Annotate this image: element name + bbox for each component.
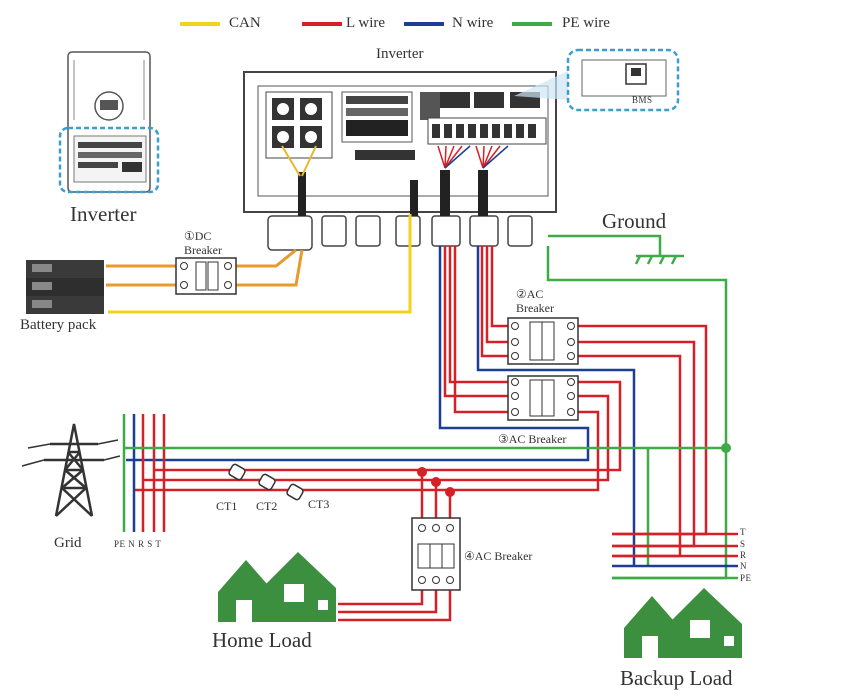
grid-label: Grid bbox=[54, 535, 82, 551]
legend-can-swatch bbox=[180, 22, 220, 26]
inverter-thumbnail bbox=[58, 51, 160, 194]
ac-breaker-4-label: ④AC Breaker bbox=[464, 549, 533, 563]
backup-phase-t: T bbox=[740, 527, 746, 537]
legend-pe-swatch bbox=[512, 22, 552, 26]
legend-l-swatch bbox=[302, 22, 342, 26]
ac-breaker-2-label-1: ②AC bbox=[516, 287, 544, 301]
ct2-label: CT2 bbox=[256, 499, 278, 513]
ct1-label: CT1 bbox=[216, 499, 238, 513]
bms-port-callout bbox=[514, 48, 680, 112]
backup-phase-n: N bbox=[740, 561, 747, 571]
bms-label: BMS bbox=[632, 95, 653, 105]
inverter-title: Inverter bbox=[376, 46, 424, 62]
home-load-icon bbox=[218, 552, 336, 622]
battery-dc-wire-1 bbox=[106, 248, 297, 268]
backup-load-icon bbox=[624, 588, 742, 658]
ac-breaker-3-label: ③AC Breaker bbox=[498, 432, 567, 446]
legend-can-label: CAN bbox=[229, 15, 261, 31]
legend-pe-label: PE wire bbox=[562, 15, 610, 31]
dc-breaker-label-2: Breaker bbox=[184, 243, 222, 257]
grid-n-wire-inv bbox=[126, 246, 590, 462]
backup-phase-s: S bbox=[740, 539, 746, 549]
legend-l-label: L wire bbox=[346, 15, 386, 31]
ac-breaker-2-label-2: Breaker bbox=[516, 301, 554, 315]
dc-breaker bbox=[175, 257, 237, 295]
backup-load-label: Backup Load bbox=[620, 666, 733, 690]
backup-phase-pe: PE bbox=[740, 573, 752, 583]
load-l-wires bbox=[480, 246, 508, 358]
grid-phase-labels: PE N R S T bbox=[114, 539, 162, 549]
battery-dc-wire-2 bbox=[106, 249, 304, 287]
can-wire bbox=[108, 214, 412, 314]
battery-pack bbox=[26, 260, 104, 314]
backup-phase-r: R bbox=[740, 550, 747, 560]
ground-symbol bbox=[634, 254, 684, 265]
ct-sensors bbox=[228, 463, 304, 501]
load-n-wire bbox=[476, 246, 636, 566]
grid-tower bbox=[21, 423, 121, 517]
ac-breaker-2 bbox=[507, 317, 579, 365]
home-load-label: Home Load bbox=[212, 628, 312, 652]
ct3-label: CT3 bbox=[308, 497, 330, 511]
grid-l-wires bbox=[443, 246, 508, 414]
legend-n-label: N wire bbox=[452, 15, 494, 31]
ground-label: Ground bbox=[602, 209, 667, 233]
inverter-thumbnail-label: Inverter bbox=[70, 202, 137, 226]
legend-n-swatch bbox=[404, 22, 444, 26]
dc-breaker-label-1: ①DC bbox=[184, 229, 212, 243]
inverter-body bbox=[243, 71, 557, 251]
ac-breaker-4 bbox=[411, 517, 461, 591]
ac-breaker-3 bbox=[507, 375, 579, 421]
battery-pack-label: Battery pack bbox=[20, 317, 97, 333]
